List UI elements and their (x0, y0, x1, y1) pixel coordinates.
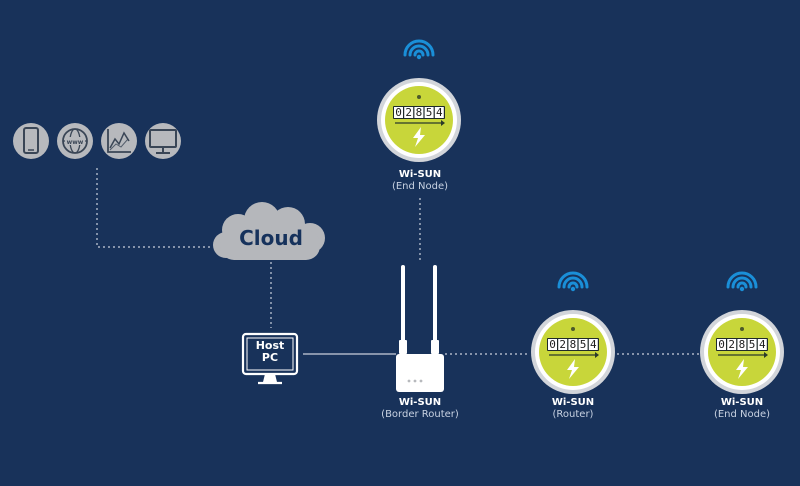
meter-digit: 4 (759, 338, 766, 351)
meter-digit: 4 (436, 106, 443, 119)
meter-digit: 0 (718, 338, 725, 351)
meter-digit: 0 (549, 338, 556, 351)
svg-text:www: www (67, 139, 84, 146)
meter-digit: 2 (728, 338, 735, 351)
lightning-icon (736, 359, 748, 379)
node-name: Wi-SUN (398, 397, 442, 408)
node-role: (End Node) (713, 409, 771, 420)
meter-digit: 8 (570, 338, 577, 351)
top-end-node-label: Wi-SUN (End Node) (360, 168, 480, 193)
monitor-icon (145, 123, 181, 159)
border-router-label: Wi-SUN (Border Router) (360, 396, 480, 421)
router-label: Wi-SUN (Router) (513, 396, 633, 421)
node-role: (End Node) (391, 181, 449, 192)
meter-face (539, 318, 607, 386)
meter-digit: 5 (580, 338, 587, 351)
meter-digit: 8 (416, 106, 423, 119)
icons-to-cloud-link (96, 168, 210, 248)
meter-digit: 4 (590, 338, 597, 351)
wifi-icon (403, 39, 435, 60)
meter-digit: 8 (739, 338, 746, 351)
meter-digit: 5 (749, 338, 756, 351)
meter-face (708, 318, 776, 386)
meter-digit: 2 (405, 106, 412, 119)
www-globe-icon: www (57, 123, 93, 159)
border-router-device (396, 265, 444, 392)
host-pc-label: Host PC (246, 340, 294, 364)
node-name: Wi-SUN (720, 397, 764, 408)
wifi-icon (726, 271, 758, 292)
node-name: Wi-SUN (398, 169, 442, 180)
smartphone-icon (13, 123, 49, 159)
chart-icon (101, 123, 137, 159)
host-pc-monitor-icon (241, 332, 299, 385)
meter-digit: 0 (395, 106, 402, 119)
node-role: (Router) (552, 409, 594, 420)
meter-face (385, 86, 453, 154)
connections (96, 168, 700, 355)
host-pc-line-2: PC (261, 351, 279, 364)
lightning-icon (567, 359, 579, 379)
cloud-shape (213, 202, 325, 260)
node-role: (Border Router) (381, 409, 459, 420)
meter-digit: 2 (559, 338, 566, 351)
right-end-node-label: Wi-SUN (End Node) (682, 396, 800, 421)
lightning-icon (413, 127, 425, 147)
cloud-label: Cloud (239, 226, 303, 250)
meter-digit: 5 (426, 106, 433, 119)
wifi-icon (557, 271, 589, 292)
node-name: Wi-SUN (551, 397, 595, 408)
host-pc-line-1: Host (255, 339, 285, 352)
